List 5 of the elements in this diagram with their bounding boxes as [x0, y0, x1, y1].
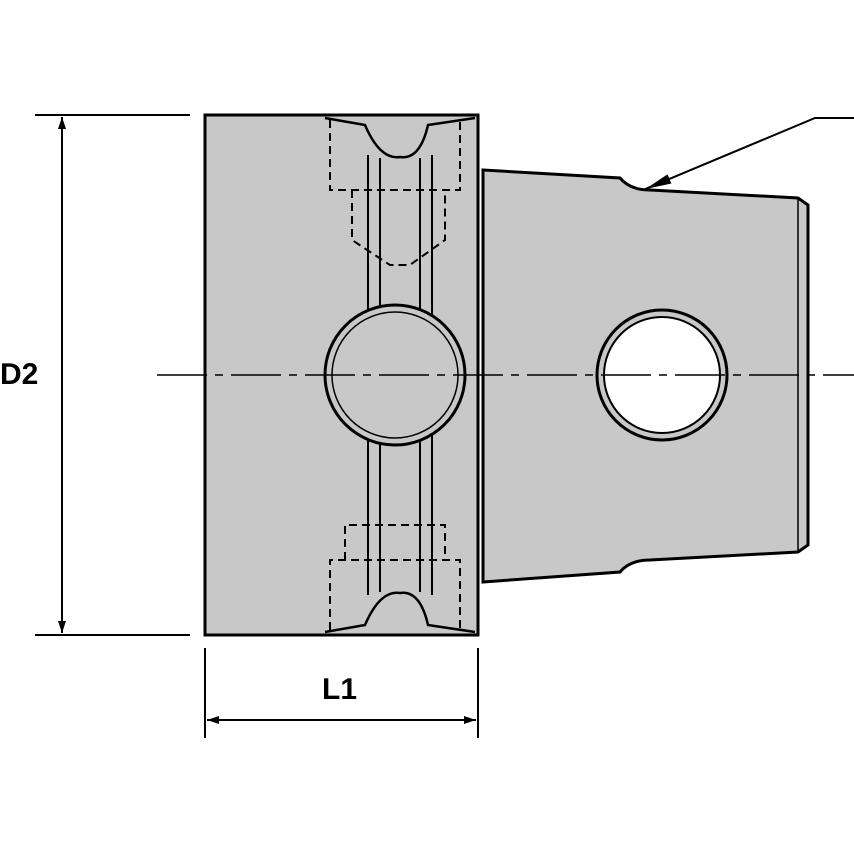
flange-drawing — [204, 114, 480, 636]
dimension-label: L1 — [322, 673, 358, 707]
leader-line — [645, 117, 854, 190]
dimension-label: D2 — [0, 358, 38, 392]
shank-drawing — [482, 168, 810, 584]
